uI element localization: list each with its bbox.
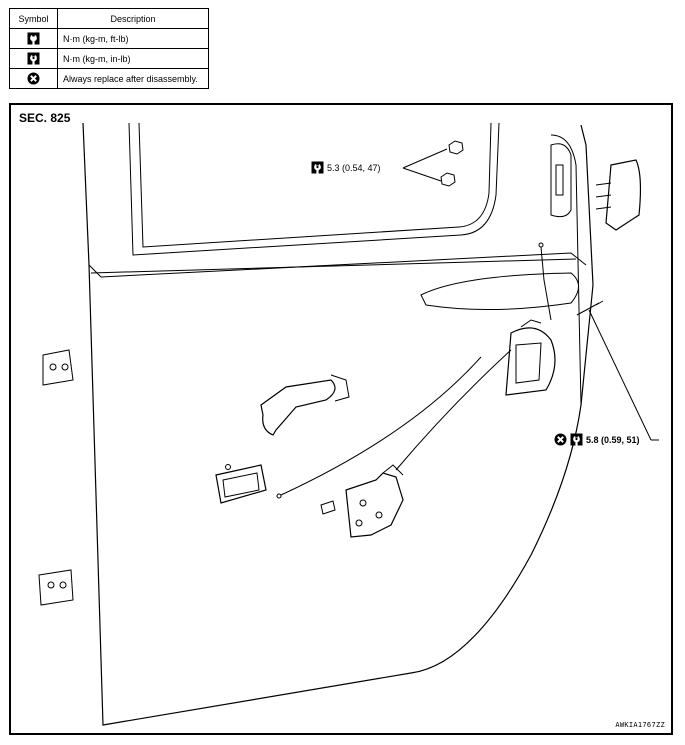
outside-handle (550, 143, 642, 231)
legend-header-symbol: Symbol (9, 8, 58, 29)
wrench-torque-in-lb-icon (311, 161, 324, 174)
legend-description: N·m (kg-m, ft-lb) (57, 28, 209, 49)
inside-handle (260, 374, 350, 436)
torque-value: 5.3 (0.54, 47) (327, 162, 381, 173)
replace-x-circle-icon (554, 433, 567, 446)
legend-row: N·m (kg-m, in-lb) (9, 48, 209, 69)
torque-value: 5.8 (0.59, 51) (586, 434, 640, 445)
window-frame (128, 122, 500, 256)
torque-callout-nuts: 5.3 (0.54, 47) (311, 161, 381, 174)
replace-x-circle-icon (27, 72, 40, 85)
lower-hinge (38, 569, 74, 606)
lock-rod (540, 246, 552, 321)
handle-recess (420, 272, 579, 311)
inside-handle-escutcheon (215, 464, 267, 504)
wrench-torque-in-lb-icon (570, 433, 583, 446)
legend-header-description: Description (57, 8, 209, 29)
door-panel-outline (82, 122, 594, 726)
legend-description: Always replace after disassembly. (57, 68, 209, 89)
wrench-torque-ft-lb-icon (27, 32, 40, 45)
upper-hinge (42, 349, 74, 386)
symbol-legend-table: Symbol Description N·m (kg-m, ft-lb) N·m… (9, 8, 209, 89)
legend-row: N·m (kg-m, ft-lb) (9, 28, 209, 49)
door-lock-actuator (505, 319, 556, 396)
door-lock-assembly (345, 464, 404, 538)
lock-pin (320, 500, 336, 515)
legend-description: N·m (kg-m, in-lb) (57, 48, 209, 69)
lock-knob-cable (395, 349, 512, 471)
inside-handle-cable (280, 356, 482, 496)
wrench-torque-in-lb-icon (27, 52, 40, 65)
door-rear-edge (550, 134, 582, 406)
door-lock-assembly-drawing (38, 122, 659, 726)
diagram-frame: SEC. 825 5.3 (0.54, 47) 5.8 (0.59, 51) A… (9, 103, 673, 735)
belt-line (88, 252, 587, 278)
section-label: SEC. 825 (19, 111, 71, 125)
torque-callout-screw: 5.8 (0.59, 51) (554, 433, 640, 446)
reference-code: AWKIA1767ZZ (615, 721, 665, 729)
nuts (402, 140, 464, 187)
legend-row: Always replace after disassembly. (9, 68, 209, 89)
lock-screw (576, 300, 604, 316)
legend-header-row: Symbol Description (9, 8, 209, 29)
